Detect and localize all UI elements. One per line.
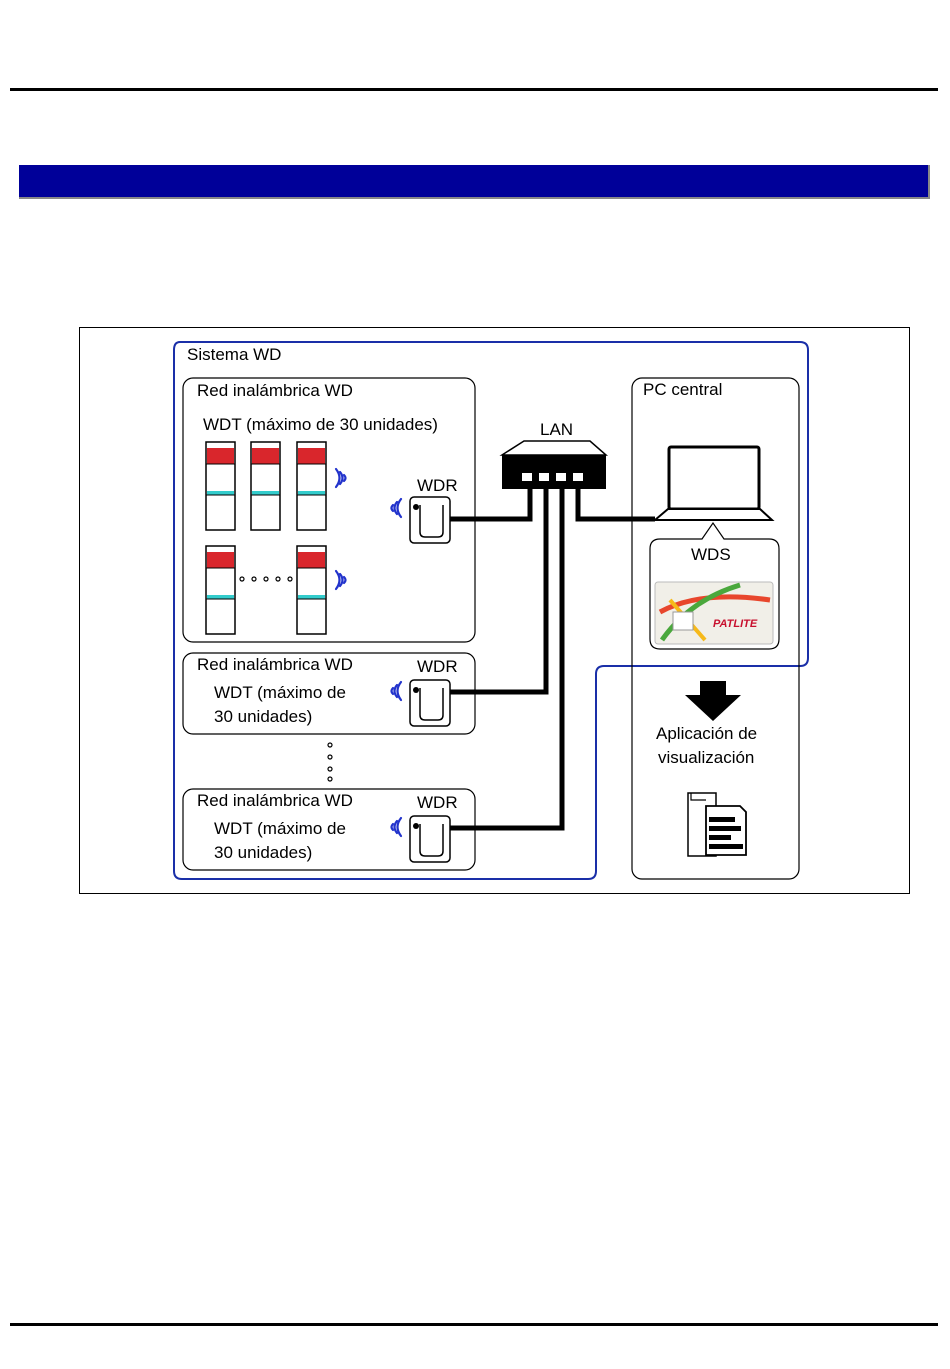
- ellipsis-dots-vertical: [328, 743, 332, 781]
- wdt-label-3-line1: WDT (máximo de: [214, 819, 346, 838]
- signal-waves-icon: [392, 818, 402, 836]
- signal-waves-icon: [336, 571, 346, 589]
- app-label-line2: visualización: [658, 748, 754, 767]
- app-label-line1: Aplicación de: [656, 724, 757, 743]
- wdr-label-2: WDR: [417, 657, 458, 676]
- wds-label: WDS: [691, 545, 731, 564]
- wireless-network-1-label: Red inalámbrica WD: [197, 381, 353, 400]
- wireless-network-2-label: Red inalámbrica WD: [197, 655, 353, 674]
- wdt-label-2-line1: WDT (máximo de: [214, 683, 346, 702]
- signal-tower-icon: [251, 442, 280, 530]
- signal-waves-icon: [392, 499, 402, 517]
- signal-tower-icon: [206, 546, 235, 634]
- signal-waves-icon: [392, 682, 402, 700]
- signal-waves-icon: [336, 469, 346, 487]
- wdt-label-3-line2: 30 unidades): [214, 843, 312, 862]
- wdr-receiver-icon: [410, 680, 450, 726]
- wdr-receiver-icon: [410, 816, 450, 862]
- wdr-receiver-icon: [410, 497, 450, 543]
- lan-cables: [450, 489, 655, 828]
- signal-tower-icon: [297, 442, 326, 530]
- wdt-label-1: WDT (máximo de 30 unidades): [203, 415, 438, 434]
- signal-tower-icon: [297, 546, 326, 634]
- system-wd-label: Sistema WD: [187, 345, 281, 364]
- logo-text: PATLITE: [713, 618, 758, 630]
- lan-label: LAN: [540, 420, 573, 439]
- document-icon: [688, 793, 746, 856]
- central-pc-label: PC central: [643, 380, 722, 399]
- wireless-network-3-label: Red inalámbrica WD: [197, 791, 353, 810]
- wdr-label-1: WDR: [417, 476, 458, 495]
- wds-software-logo: PATLITE: [655, 582, 773, 644]
- lan-switch-icon: [502, 441, 606, 489]
- laptop-icon: [655, 447, 772, 520]
- down-arrow-icon: [685, 681, 741, 721]
- wdt-label-2-line2: 30 unidades): [214, 707, 312, 726]
- ellipsis-dots-horizontal: [240, 577, 292, 581]
- wdr-label-3: WDR: [417, 793, 458, 812]
- signal-tower-icon: [206, 442, 235, 530]
